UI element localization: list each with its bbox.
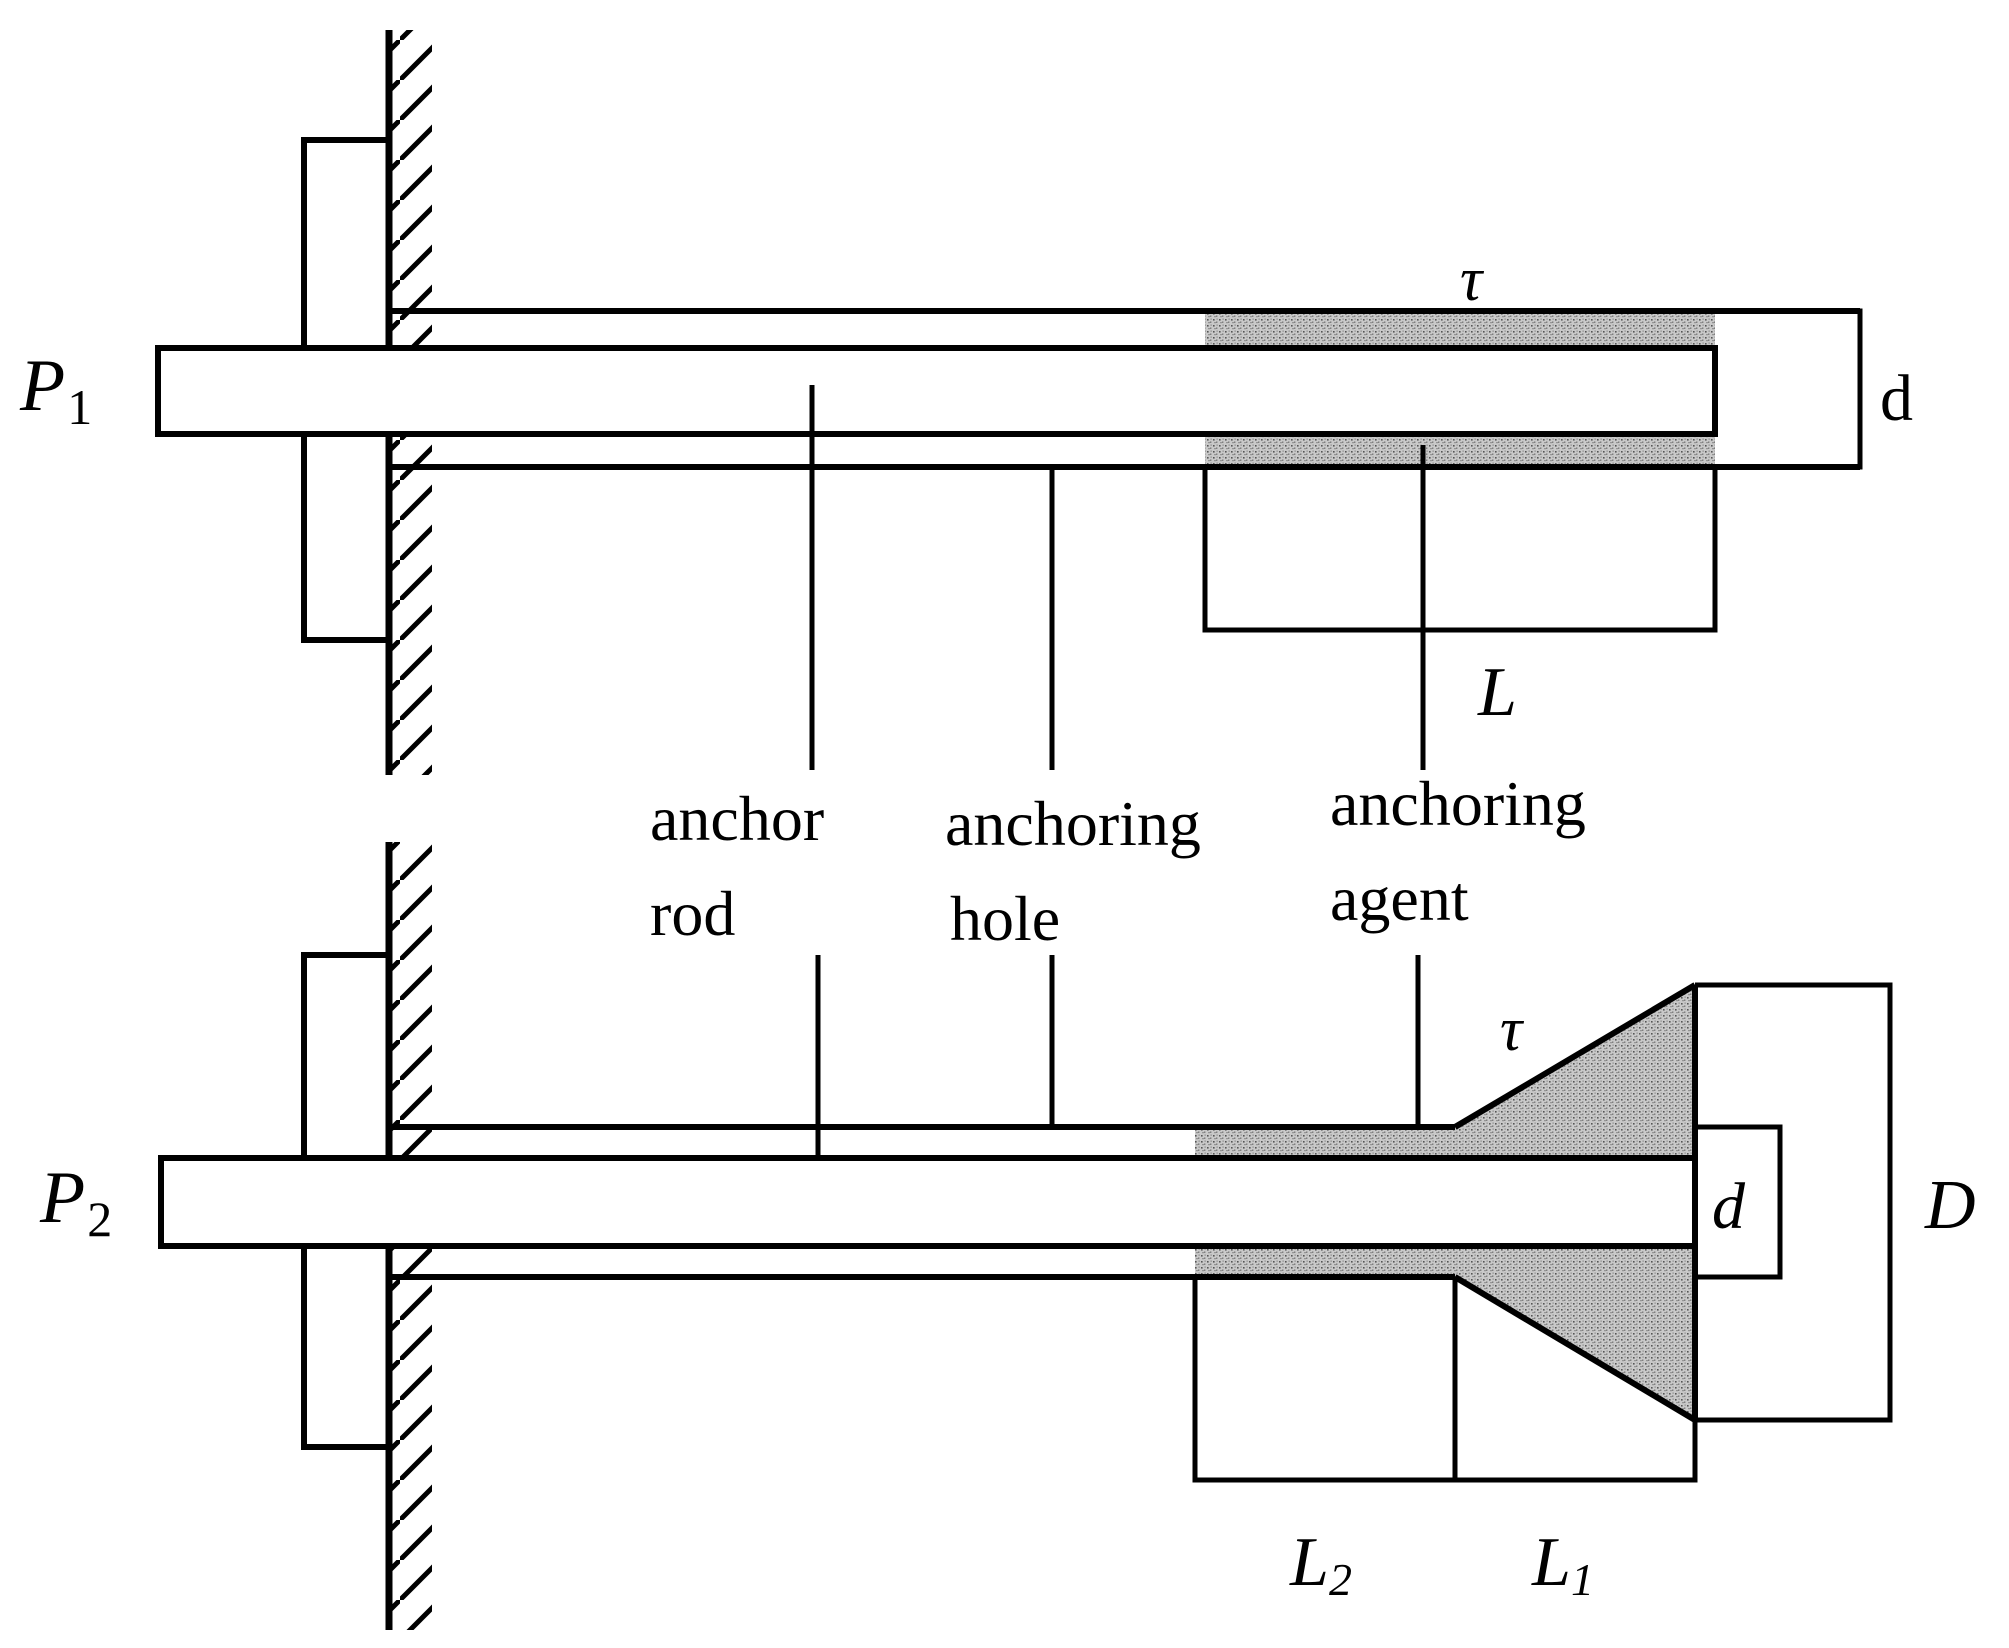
length2-dimension — [1192, 1277, 1458, 1483]
length-label-top: L — [1477, 654, 1517, 731]
anchor-rod-top — [155, 345, 1718, 437]
length1-dimension — [1455, 1420, 1698, 1483]
callout-anchor-rod: anchor rod — [650, 783, 840, 949]
callout-anchoring-hole: anchoring hole — [945, 788, 1217, 954]
top-anchor-system: P1 τ d L — [19, 30, 1913, 775]
length1-label: L1 — [1531, 1524, 1594, 1605]
anchoring-agent-bottom — [1195, 982, 1697, 1423]
load-label-p2: P2 — [39, 1157, 112, 1247]
stress-label-top: τ — [1460, 246, 1485, 314]
diameter-label-top: d — [1880, 362, 1913, 435]
anchoring-agent-top — [1205, 314, 1715, 464]
rod-diameter-label-bottom: d — [1712, 1170, 1746, 1243]
anchor-rod-bottom — [158, 1155, 1698, 1249]
anchoring-hole-top — [392, 308, 1860, 470]
length2-label: L2 — [1289, 1524, 1352, 1605]
anchoring-hole-bottom — [392, 1124, 1455, 1280]
load-label-p1: P1 — [19, 345, 92, 435]
callout-anchoring-agent: anchoring agent — [1330, 768, 1602, 934]
enlarged-bell-upper — [1455, 985, 1695, 1158]
stress-label-bottom: τ — [1500, 996, 1525, 1064]
length-dimension-top — [1202, 467, 1718, 633]
diameter-dimension-top — [1715, 308, 1863, 470]
enlarged-bell-lower — [1455, 1246, 1695, 1420]
bottom-anchor-system: P2 τ d D L2 L1 — [39, 842, 1976, 1630]
enlarged-diameter-dimension — [1695, 982, 1893, 1423]
enlarged-diameter-label: D — [1924, 1167, 1976, 1244]
callouts: anchor rod anchoring hole anchoring agen… — [650, 385, 1602, 1200]
diameter-dimension-bottom — [1695, 1124, 1783, 1280]
